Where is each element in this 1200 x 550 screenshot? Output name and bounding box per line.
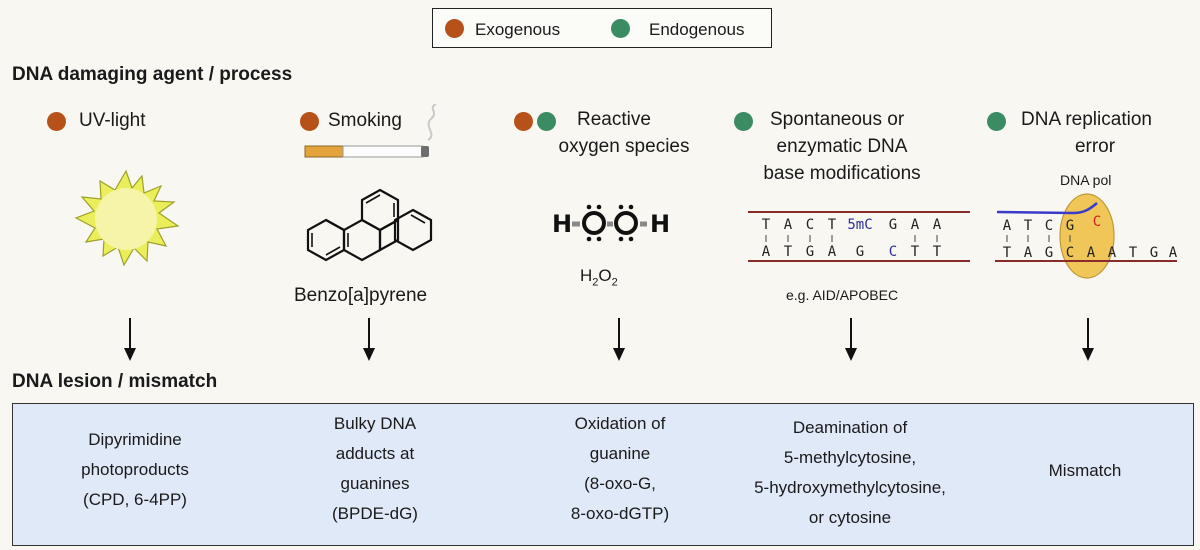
dna-bottom-base: G (1045, 245, 1053, 261)
agent-smoking: Smoking (298, 108, 458, 138)
arrow-down-icon (844, 318, 858, 367)
exogenous-dot-icon (445, 19, 464, 38)
agent-label-line: enzymatic DNA (776, 136, 908, 157)
lesion-item-ros: Oxidation of guanine (8-oxo-G, 8-oxo-dGT… (570, 414, 670, 523)
dna-top-base: G (1066, 218, 1074, 234)
enzyme-label: DNA pol (1060, 172, 1112, 188)
exogenous-dot-icon (300, 112, 319, 131)
agent-label: UV-light (79, 110, 146, 131)
dna-top-base: T (1024, 218, 1033, 234)
agent-label: Smoking (328, 110, 402, 131)
dna-top-base: A (784, 217, 793, 233)
dna-bottom-base: G (806, 244, 814, 260)
dna-top-base: A (1003, 218, 1012, 234)
dna-top-base: 5mC (847, 217, 872, 233)
dna-top-base: C (1093, 214, 1101, 230)
dna-top-base: C (806, 217, 814, 233)
legend-exogenous-label: Exogenous (475, 20, 561, 39)
dna-bottom-base: A (1087, 245, 1096, 261)
legend: Exogenous Endogenous (432, 8, 772, 48)
dna-top-base: T (762, 217, 771, 233)
chemical-formula: H2O2 (580, 266, 618, 288)
dna-bottom-base: T (1129, 245, 1138, 261)
agent-label-line: base modifications (763, 163, 921, 184)
agent-label-line: Reactive (577, 109, 651, 130)
dna-bottom-base: T (1003, 245, 1012, 261)
agent-replication-error: DNA replication error (985, 106, 1185, 166)
compound-name: Benzo[a]pyrene (294, 285, 428, 306)
exogenous-dot-icon (47, 112, 66, 131)
dna-bottom-base: A (762, 244, 771, 260)
lesion-item-uv: Dipyrimidine photoproducts (CPD, 6-4PP) (81, 430, 189, 509)
dna-top-base: T (828, 217, 837, 233)
agent-label-line: DNA replication (1021, 109, 1152, 130)
dna-bottom-base: A (1024, 245, 1033, 261)
lesion-item-mismatch: Mismatch (1048, 461, 1122, 480)
lesion-panel (12, 403, 1194, 546)
dna-bottom-base: T (784, 244, 793, 260)
endogenous-dot-icon (537, 112, 556, 131)
arrow-down-icon (123, 318, 137, 367)
dna-bottom-base: A (828, 244, 837, 260)
lesion-item-deamination: Deamination of 5-methylcytosine, 5-hydro… (754, 418, 946, 527)
agent-label-line: Spontaneous or (770, 109, 905, 130)
dna-bottom-base: T (933, 244, 942, 260)
endogenous-dot-icon (611, 19, 630, 38)
formula-text: H2O2 (580, 266, 618, 289)
agent-label-line: oxygen species (558, 136, 690, 157)
lesions-section-title: DNA lesion / mismatch (12, 371, 218, 392)
dna-bottom-base: C (1066, 245, 1074, 261)
dna-top-base: A (911, 217, 920, 233)
arrow-down-icon (1081, 318, 1095, 367)
endogenous-dot-icon (987, 112, 1006, 131)
agent-label-line: error (1074, 136, 1116, 157)
dna-bottom-base: A (1169, 245, 1178, 261)
agents-section-title: DNA damaging agent / process (12, 64, 293, 85)
exogenous-dot-icon (514, 112, 533, 131)
dna-top-base: C (1045, 218, 1053, 234)
lesion-item-smoking: Bulky DNA adducts at guanines (BPDE-dG) (332, 414, 418, 523)
example-enzyme-label: e.g. AID/APOBEC (786, 287, 899, 303)
benzopyrene-structure-icon (306, 188, 433, 262)
sun-icon (74, 169, 180, 267)
dna-bottom-base: T (911, 244, 920, 260)
dna-top-base: G (889, 217, 897, 233)
agent-reactive-oxygen-species: Reactive oxygen species (512, 106, 712, 166)
svg-text:H: H (650, 210, 670, 238)
dna-bottom-base: C (889, 244, 897, 260)
arrow-down-icon (612, 318, 626, 367)
agent-uv-light: UV-light (45, 108, 205, 138)
dna-top-base: A (933, 217, 942, 233)
dna-bottom-base: A (1108, 245, 1117, 261)
dna-bottom-base: G (856, 244, 864, 260)
svg-text:H: H (552, 210, 572, 238)
endogenous-dot-icon (734, 112, 753, 131)
dna-bottom-base: G (1150, 245, 1158, 261)
agent-base-modifications: Spontaneous or enzymatic DNA base modifi… (732, 106, 952, 188)
cigarette-icon (304, 104, 437, 158)
arrow-down-icon (362, 318, 376, 367)
legend-endogenous-label: Endogenous (649, 20, 745, 39)
